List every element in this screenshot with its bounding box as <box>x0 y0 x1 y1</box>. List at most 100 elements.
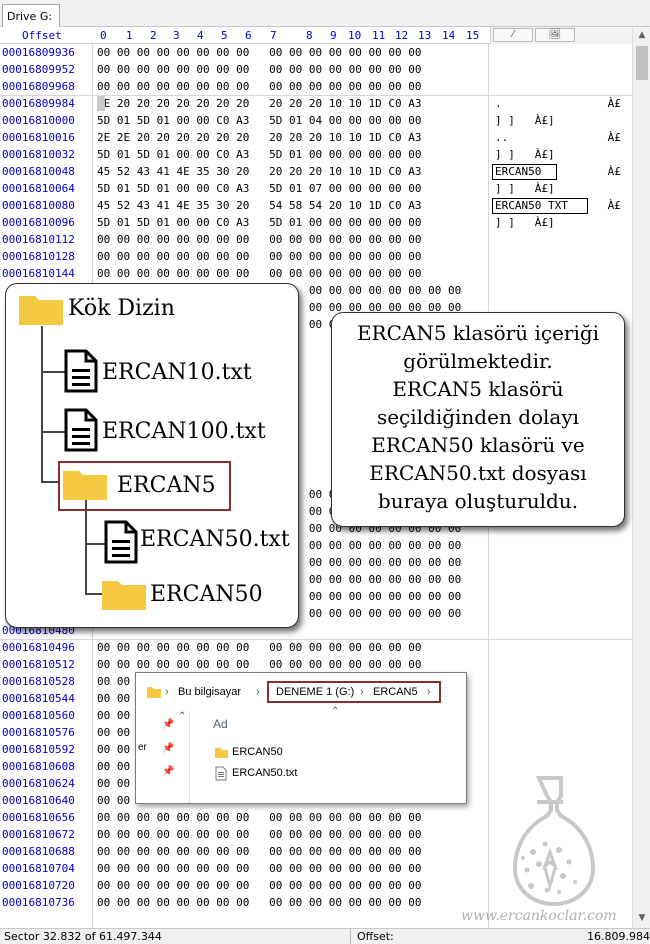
tree-connector <box>85 543 107 545</box>
sector-boundary <box>0 639 632 640</box>
row-hex-bytes[interactable]: 00 00 00 00 00 00 00 00 00 00 00 00 00 0… <box>97 879 422 892</box>
row-hex-bytes[interactable]: 00 00 00 00 00 00 00 00 00 00 00 00 00 0… <box>97 811 422 824</box>
breadcrumb-ercan5[interactable]: ERCAN5 <box>373 686 418 698</box>
row-ascii[interactable]: ] ] À£] <box>495 114 555 127</box>
column-header-3: 3 <box>173 29 180 42</box>
scroll-down-icon[interactable]: ▼ <box>638 913 646 923</box>
hex-row[interactable]: 00016810656 00 00 00 00 00 00 00 00 00 00… <box>0 809 632 826</box>
row-hex-bytes[interactable]: 00 00 00 00 00 00 00 00 <box>308 539 462 552</box>
row-hex-bytes[interactable]: 00 00 00 00 00 00 00 00 <box>308 607 462 620</box>
row-hex-bytes[interactable]: 00 00 00 00 00 00 00 00 00 00 00 00 00 0… <box>97 250 422 263</box>
row-hex-bytes[interactable]: 00 00 00 00 00 00 00 00 00 00 00 00 00 0… <box>97 641 422 654</box>
row-offset: 00016810656 <box>2 811 75 824</box>
column-header-15: 15 <box>466 29 480 42</box>
scroll-up-icon[interactable]: ▲ <box>638 30 646 40</box>
vertical-scrollbar[interactable]: ▲ ▼ <box>632 27 650 928</box>
tree-connector <box>41 431 65 433</box>
hex-row[interactable]: 00 00 00 00 00 00 00 00 <box>0 554 632 571</box>
chevron-right-icon[interactable]: › <box>165 686 169 698</box>
row-hex-bytes[interactable]: 00 00 00 00 00 00 00 00 00 00 00 00 00 0… <box>97 80 422 93</box>
row-offset: 00016810720 <box>2 879 75 892</box>
pen-icon[interactable]: ⁄ <box>493 28 533 42</box>
row-hex-bytes[interactable]: 00 00 00 00 00 00 00 00 <box>308 556 462 569</box>
row-hex-bytes[interactable]: 00 00 00 00 00 00 00 00 00 00 00 00 00 0… <box>97 828 422 841</box>
row-hex-bytes[interactable]: 45 52 43 41 4E 35 30 20 20 20 20 10 10 1… <box>97 165 422 178</box>
hex-row[interactable]: 00 00 00 00 00 00 00 00 <box>0 299 632 316</box>
column-header-0: 0 <box>100 29 107 42</box>
pin-icon[interactable]: 📌 <box>162 766 175 777</box>
chevron-up-icon[interactable]: ⌃ <box>178 711 187 722</box>
row-ascii[interactable]: ] ] À£] <box>495 216 555 229</box>
hex-row[interactable]: 00 00 00 00 00 00 00 00 <box>0 588 632 605</box>
scrollbar-thumb[interactable] <box>636 46 648 80</box>
row-offset: 00016810496 <box>2 641 75 654</box>
row-hex-bytes[interactable]: 00 00 00 00 00 00 00 00 00 00 00 00 00 0… <box>97 233 422 246</box>
row-ascii[interactable]: ] ] À£] <box>495 148 555 161</box>
chevron-right-icon[interactable]: › <box>360 686 364 698</box>
row-hex-bytes[interactable]: 00 00 00 00 00 00 00 00 00 00 00 00 00 0… <box>97 267 422 280</box>
row-ascii[interactable]: ERCAN50 À£ <box>495 165 621 178</box>
name-column-header[interactable]: Ad <box>213 717 228 731</box>
chevron-right-icon[interactable]: › <box>256 686 260 698</box>
row-ascii[interactable]: .. À£ <box>495 131 621 144</box>
row-hex-bytes[interactable]: 00 00 00 00 00 00 00 00 00 00 00 00 00 0… <box>97 46 422 59</box>
chevron-right-icon[interactable]: › <box>427 686 431 698</box>
row-hex-bytes[interactable]: 00 00 00 00 00 00 00 00 00 00 00 00 00 0… <box>97 845 422 858</box>
pin-icon[interactable]: 📌 <box>162 743 175 754</box>
row-hex-bytes[interactable]: 2E 20 20 20 20 20 20 20 20 20 20 10 10 1… <box>97 97 422 110</box>
column-header-10: 10 <box>348 29 362 42</box>
row-hex-bytes[interactable]: 00 00 00 00 00 00 00 00 <box>308 573 462 586</box>
pin-icon[interactable]: 📌 <box>162 719 175 730</box>
row-ascii[interactable]: ] ] À£] <box>495 182 555 195</box>
tab-drive-g[interactable]: Drive G: <box>2 4 60 28</box>
row-hex-bytes[interactable]: 2E 2E 20 20 20 20 20 20 20 20 20 10 10 1… <box>97 131 422 144</box>
row-hex-bytes[interactable]: 5D 01 5D 01 00 00 C0 A3 5D 01 07 00 00 0… <box>97 182 422 195</box>
row-offset: 00016810640 <box>2 794 75 807</box>
hex-row[interactable]: 00 00 00 00 00 00 00 00 <box>0 537 632 554</box>
row-hex-bytes[interactable]: 00 00 00 00 00 00 00 00 00 00 00 00 00 0… <box>97 658 422 671</box>
row-hex-bytes[interactable]: 00 00 00 00 00 00 00 00 00 00 00 00 00 0… <box>97 862 422 875</box>
navigation-pane[interactable]: 📌 📌 📌 er <box>138 711 190 803</box>
breadcrumb-drive[interactable]: DENEME 1 (G:) <box>276 686 355 698</box>
row-hex-bytes[interactable]: 00 00 00 00 00 00 00 00 <box>308 590 462 603</box>
row-hex-bytes[interactable]: 5D 01 5D 01 00 00 C0 A3 5D 01 04 00 00 0… <box>97 114 422 127</box>
row-ascii[interactable]: ERCAN50 TXT À£ <box>495 199 621 212</box>
hex-row[interactable]: 00 00 00 00 00 00 00 00 <box>0 571 632 588</box>
row-hex-bytes[interactable]: 00 00 00 00 00 00 00 00 <box>308 284 462 297</box>
row-hex-bytes[interactable]: 00 00 00 00 00 00 00 00 00 00 00 00 00 0… <box>97 63 422 76</box>
row-hex-bytes[interactable]: 5D 01 5D 01 00 00 C0 A3 5D 01 00 00 00 0… <box>97 216 422 229</box>
hex-row[interactable]: 00 00 00 00 00 00 00 00 <box>0 605 632 622</box>
row-hex-bytes[interactable]: 5D 01 5D 01 00 00 C0 A3 5D 01 00 00 00 0… <box>97 148 422 161</box>
row-ascii[interactable]: . À£ <box>495 97 621 110</box>
hex-row[interactable]: 00 00 00 00 00 00 00 00 <box>0 282 632 299</box>
row-hex-bytes[interactable]: 45 52 43 41 4E 35 30 20 54 58 54 20 10 1… <box>97 199 422 212</box>
breadcrumb-this-pc[interactable]: Bu bilgisayar <box>178 686 241 698</box>
address-bar[interactable]: › Bu bilgisayar › DENEME 1 (G:) › ERCAN5… <box>140 681 462 703</box>
sort-chevron-up-icon[interactable]: ⌃ <box>331 706 340 717</box>
hex-row[interactable]: 00016810496 00 00 00 00 00 00 00 00 00 00… <box>0 639 632 656</box>
row-hex-bytes[interactable]: 00 00 00 00 00 00 00 00 <box>308 301 462 314</box>
hex-row[interactable]: 00016810720 00 00 00 00 00 00 00 00 00 00… <box>0 877 632 894</box>
image-view-icon[interactable]: 🖼 <box>535 28 575 42</box>
row-hex-bytes[interactable]: 00 00 00 00 00 00 00 00 00 00 00 00 00 0… <box>97 896 422 909</box>
